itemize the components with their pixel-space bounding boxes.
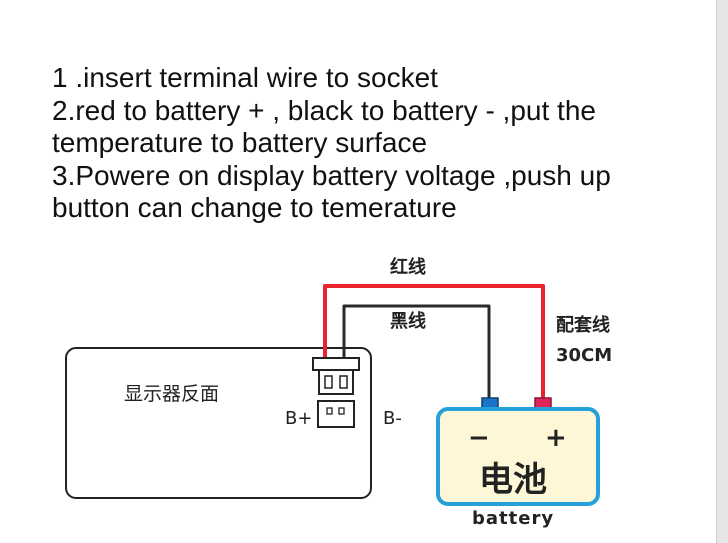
display-back-panel xyxy=(65,347,372,499)
battery-body xyxy=(436,407,600,506)
instruction-line-5: button can change to temerature xyxy=(52,192,457,223)
instruction-line-2: 2.red to battery + , black to battery - … xyxy=(52,94,596,126)
black-wire xyxy=(342,304,491,400)
battery-minus-sign: − xyxy=(468,423,490,453)
battery-en-label: battery xyxy=(472,508,554,529)
display-back-label: 显示器反面 xyxy=(124,383,219,405)
red-wire-label: 红线 xyxy=(390,256,426,278)
red-wire xyxy=(323,284,545,400)
instruction-line-4: 3.Powere on display battery voltage ,pus… xyxy=(52,159,611,191)
black-wire-label: 黑线 xyxy=(390,310,426,332)
battery-plus-sign: + xyxy=(545,423,567,453)
b-plus-label: B+ xyxy=(285,408,312,429)
cable-label: 配套线 xyxy=(556,314,610,336)
display-socket xyxy=(317,400,355,428)
right-edge-bar xyxy=(716,0,728,543)
b-minus-label: B- xyxy=(383,408,402,429)
instruction-line-3: temperature to battery surface xyxy=(52,127,428,158)
instruction-line-1: 1 .insert terminal wire to socket xyxy=(52,62,438,93)
wire-plug xyxy=(312,357,360,395)
instruction-text: 1 .insert terminal wire to socket 2.red … xyxy=(52,62,712,225)
cable-length: 30CM xyxy=(556,345,612,366)
battery-cn-label: 电池 xyxy=(479,460,547,500)
battery: − + 电池 xyxy=(436,397,600,506)
